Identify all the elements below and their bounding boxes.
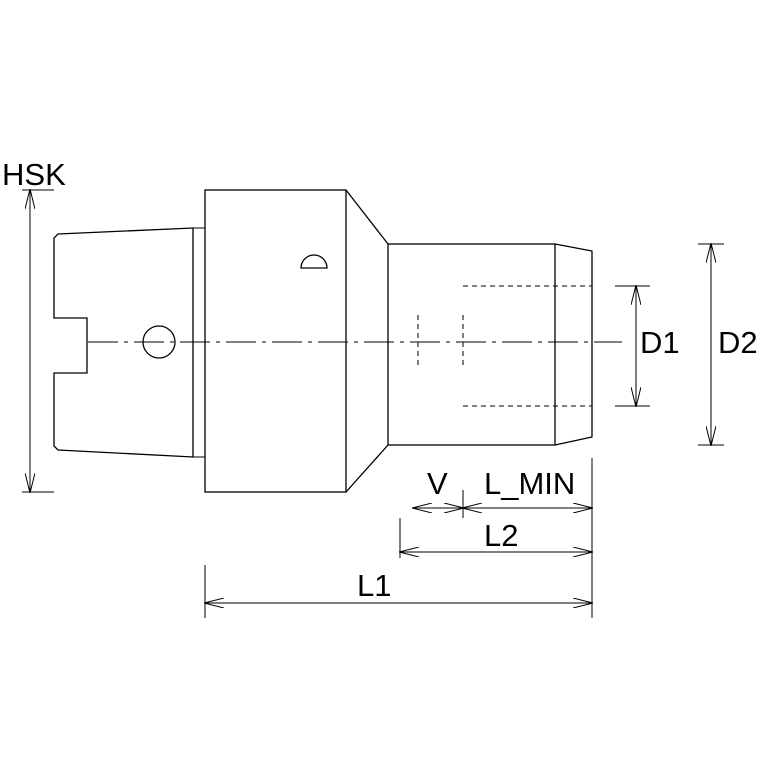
l1-label: L1 — [357, 568, 391, 603]
d1-label: D1 — [640, 325, 680, 360]
d1-dimension: D1 — [615, 286, 680, 406]
orientation-notch-icon — [300, 254, 328, 269]
flange — [204, 189, 389, 493]
d2-label: D2 — [718, 325, 758, 360]
v-label: V — [427, 466, 448, 501]
d2-dimension: D2 — [698, 244, 758, 445]
l-min-dimension: L_MIN — [463, 466, 592, 508]
l2-dimension: L2 — [400, 518, 592, 553]
l2-label: L2 — [484, 518, 518, 553]
l-min-label: L_MIN — [484, 466, 575, 501]
v-dimension: V — [413, 466, 463, 508]
hsk-label: HSK — [2, 157, 66, 192]
l1-dimension: L1 — [205, 568, 592, 603]
hsk-dimension: HSK — [2, 157, 66, 492]
nose-body — [387, 243, 593, 446]
